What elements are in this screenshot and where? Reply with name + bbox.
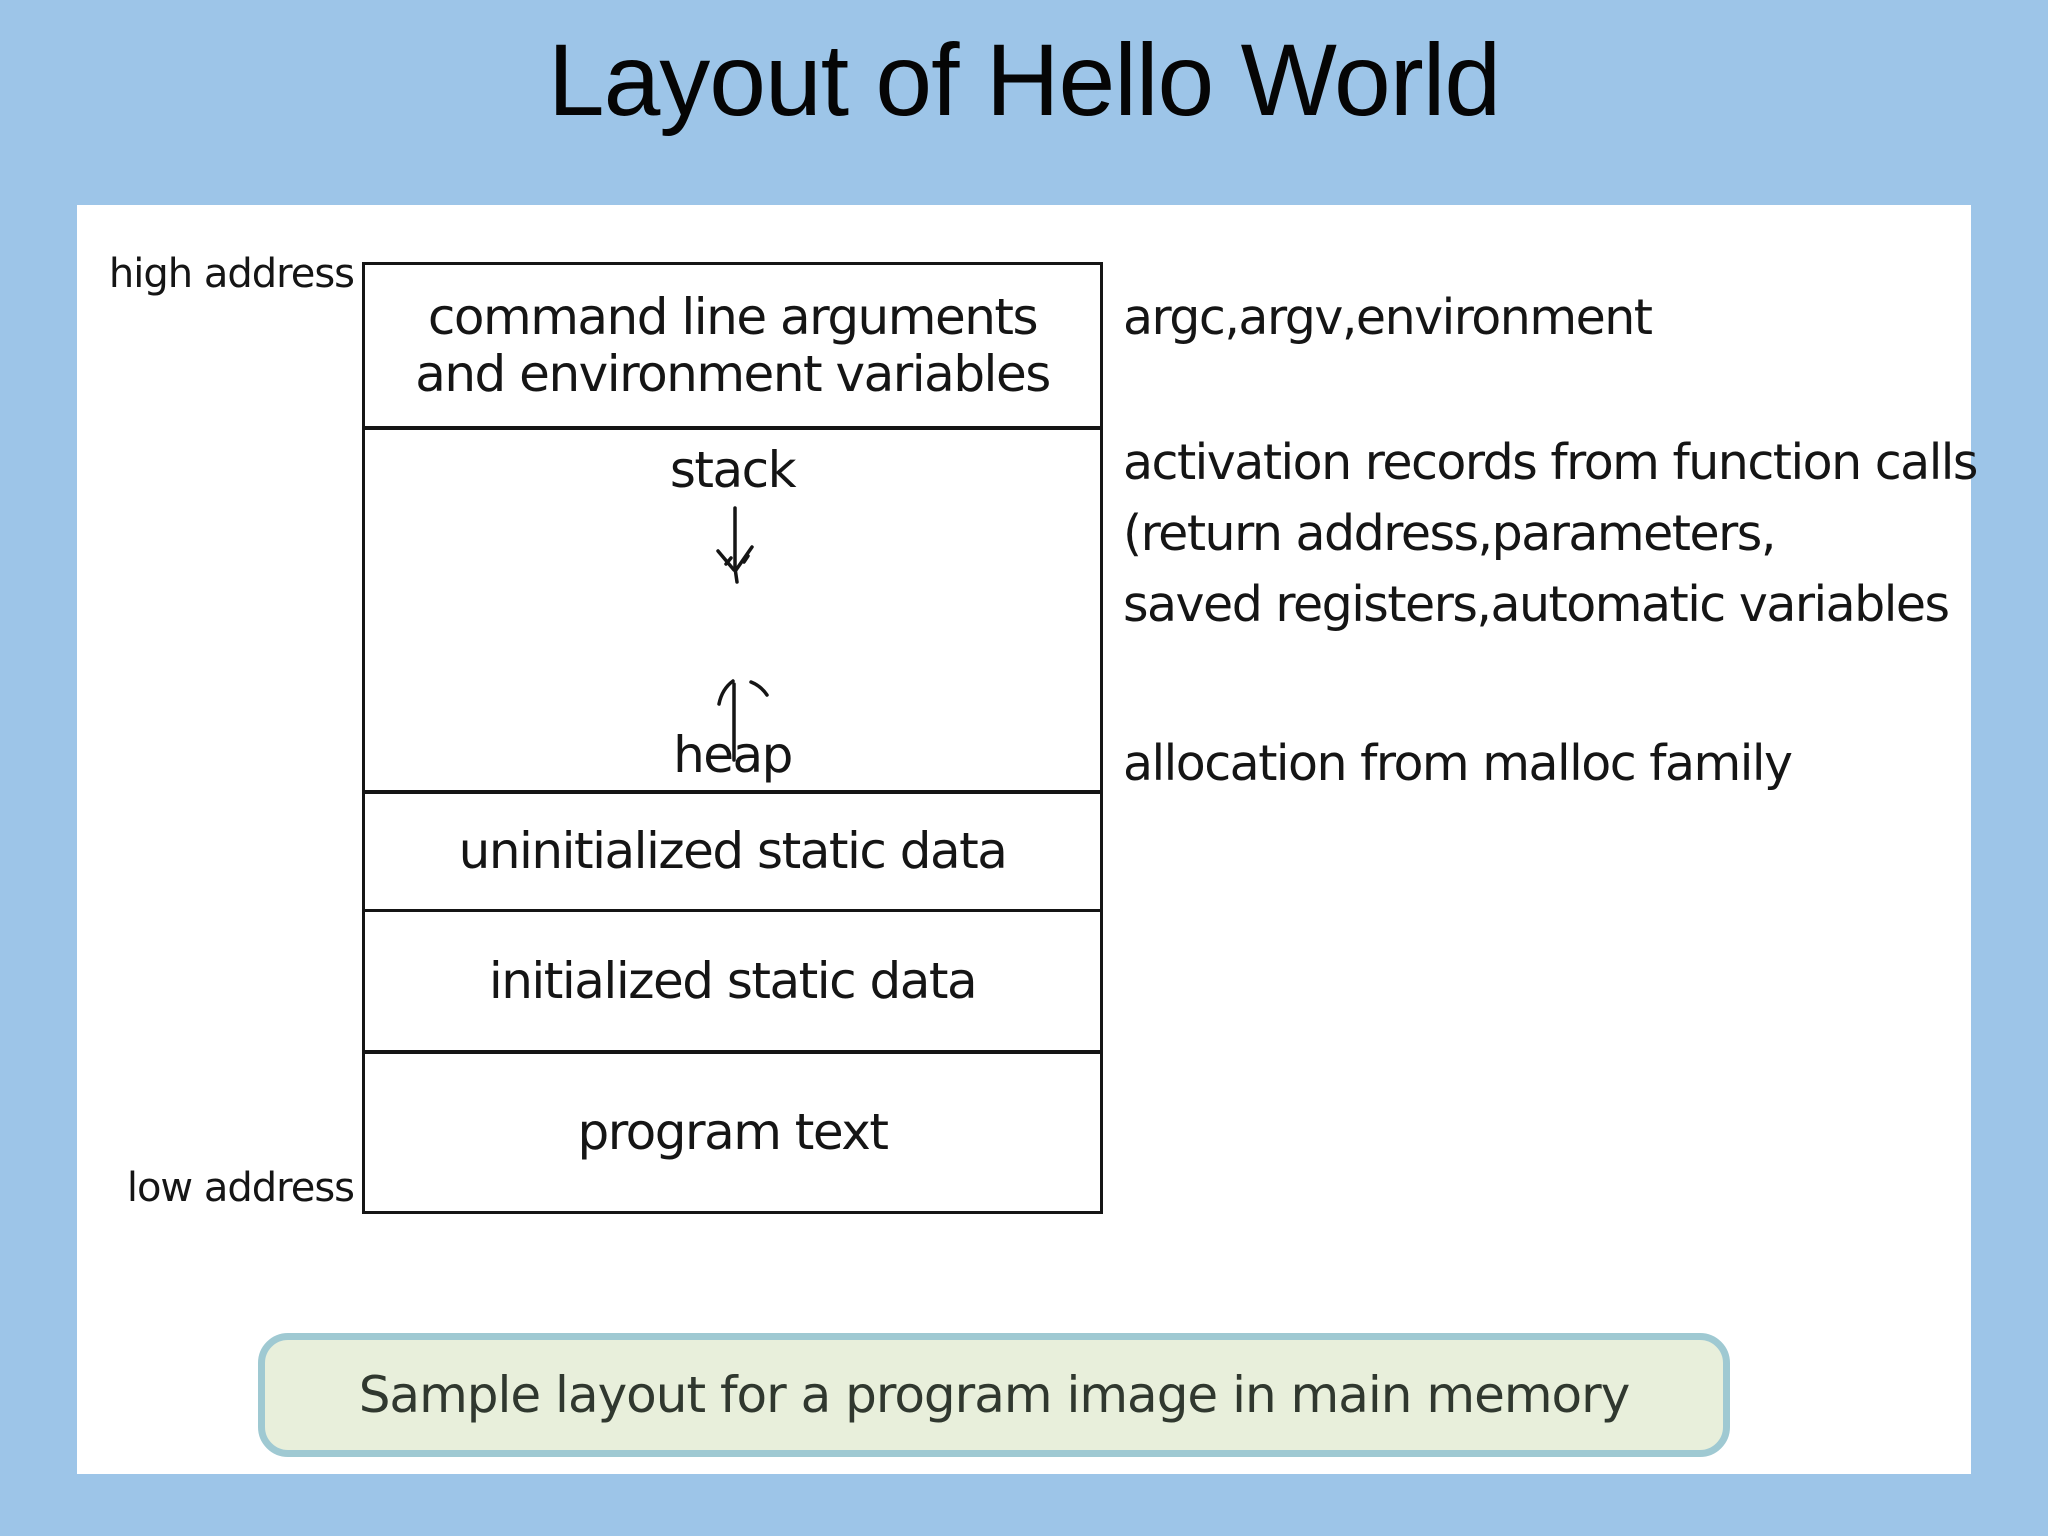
section-program-text: program text bbox=[365, 1054, 1100, 1211]
annotation-heap: allocation from malloc family bbox=[1123, 735, 1793, 792]
high-address-label: high address bbox=[108, 251, 355, 297]
heap-label: heap bbox=[673, 726, 793, 784]
memory-layout-box: command line arguments and environment v… bbox=[362, 262, 1103, 1214]
heap-growth-up-arrow-icon bbox=[717, 679, 769, 762]
section-command-line-args: command line arguments and environment v… bbox=[365, 265, 1100, 430]
caption-box: Sample layout for a program image in mai… bbox=[258, 1333, 1730, 1457]
section-label: uninitialized static data bbox=[458, 822, 1008, 880]
caption-text: Sample layout for a program image in mai… bbox=[358, 1366, 1631, 1424]
stack-label: stack bbox=[669, 441, 797, 499]
annotation-line: activation records from function calls bbox=[1123, 434, 1978, 491]
section-stack-heap: stack heap bbox=[365, 430, 1100, 794]
section-initialized-static-data: initialized static data bbox=[365, 912, 1100, 1054]
content-panel: high address low address command line ar… bbox=[77, 205, 1978, 1474]
annotation-args: argc,argv,environment bbox=[1123, 289, 1653, 346]
section-label: program text bbox=[577, 1103, 889, 1161]
section-label: and environment variables bbox=[415, 344, 1051, 403]
annotation-stack: activation records from function calls (… bbox=[1123, 427, 1978, 640]
section-label: initialized static data bbox=[488, 951, 978, 1010]
section-uninitialized-static-data: uninitialized static data bbox=[365, 794, 1100, 912]
annotation-line: saved registers,automatic variables bbox=[1123, 576, 1950, 633]
stack-growth-down-arrow-icon bbox=[716, 506, 754, 584]
low-address-label: low address bbox=[126, 1165, 355, 1211]
section-label: command line arguments bbox=[427, 287, 1039, 346]
slide-title: Layout of Hello World bbox=[547, 23, 1501, 137]
annotation-line: (return address,parameters, bbox=[1123, 505, 1776, 562]
